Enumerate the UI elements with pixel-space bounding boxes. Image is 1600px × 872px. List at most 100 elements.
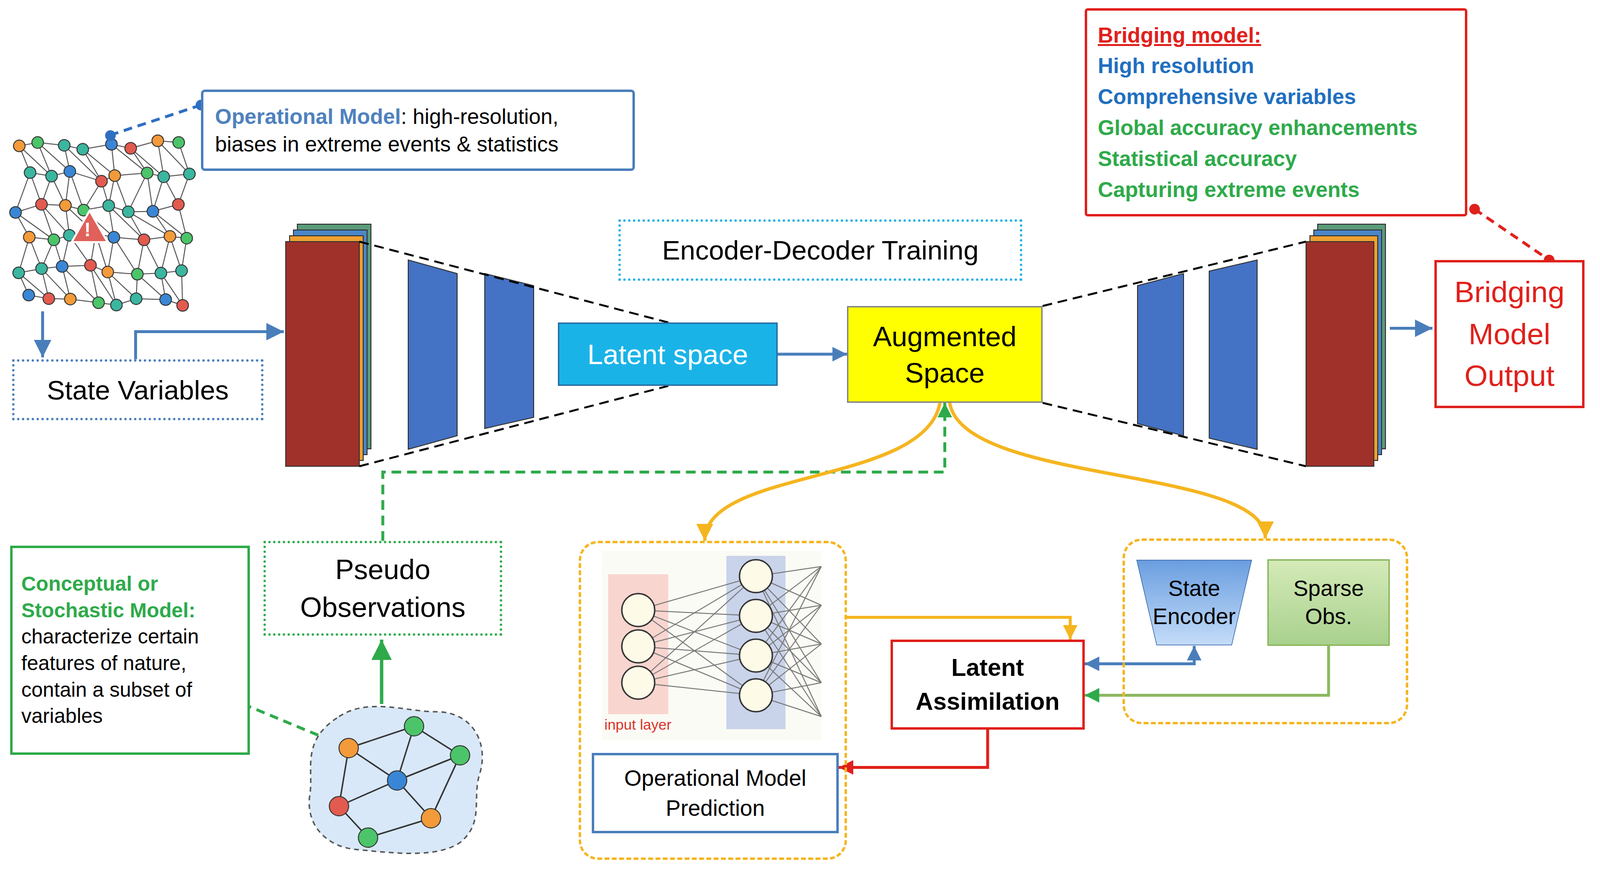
- connector: [846, 617, 1071, 640]
- title-box: Encoder-Decoder Training: [618, 219, 1023, 281]
- callout-box: Bridging model:High resolutionComprehens…: [1084, 8, 1468, 217]
- circle-shape: [338, 738, 359, 758]
- polygon-shape: [1209, 260, 1258, 450]
- circle-shape: [63, 165, 76, 178]
- mesh-graph: [9, 135, 196, 312]
- circle-shape: [157, 170, 170, 183]
- circle-shape: [172, 136, 185, 149]
- circle-shape: [76, 143, 89, 155]
- callout-heading: Operational Model: [215, 104, 401, 129]
- feature-item: Global accuracy enhancements: [1097, 112, 1418, 144]
- box-label: Bridging Model Output: [1442, 271, 1577, 398]
- circle-shape: [175, 264, 188, 277]
- circle-shape: [621, 593, 655, 627]
- encoder-trapezoid: State Encoder: [1135, 559, 1253, 647]
- box-label: Latent Assimilation: [898, 650, 1077, 719]
- rect-shape: [285, 241, 360, 467]
- connector: [949, 402, 1266, 539]
- box-label: Augmented Space: [855, 318, 1035, 392]
- circle-shape: [13, 139, 26, 152]
- circle-shape: [102, 200, 115, 212]
- line-shape: [638, 655, 756, 683]
- line-shape: [430, 755, 461, 819]
- circle-shape: [329, 796, 349, 816]
- circle-shape: [621, 630, 655, 663]
- box-label: Pseudo Observations: [271, 550, 494, 627]
- assimilation-box: Latent Assimilation: [890, 639, 1085, 730]
- connector: [383, 402, 946, 541]
- path-shape: [308, 706, 483, 854]
- circle-shape: [22, 289, 35, 302]
- circle-shape: [92, 296, 105, 309]
- line-shape: [359, 385, 669, 467]
- circle-shape: [387, 770, 407, 791]
- circle-shape: [31, 136, 44, 149]
- circle-shape: [147, 205, 159, 217]
- warning-triangle: [71, 210, 108, 243]
- connector-dot: [1469, 203, 1480, 215]
- polygon-shape: [408, 260, 458, 450]
- circle-shape: [101, 266, 114, 278]
- circle-shape: [141, 167, 154, 179]
- circle-shape: [9, 206, 22, 219]
- circle-shape: [450, 745, 470, 766]
- circle-shape: [110, 299, 123, 311]
- layer-label: input layer: [604, 716, 672, 734]
- connector: [704, 402, 940, 541]
- line-shape: [638, 615, 756, 683]
- circle-shape: [58, 139, 71, 152]
- feature-item: Comprehensive variables: [1097, 81, 1356, 113]
- line-shape: [638, 576, 756, 611]
- circle-shape: [358, 828, 378, 848]
- circle-shape: [24, 166, 36, 179]
- circle-shape: [739, 599, 773, 633]
- state-box: State Variables: [12, 359, 264, 421]
- connector: [838, 729, 988, 768]
- line-shape: [243, 704, 330, 740]
- line-shape: [348, 726, 415, 749]
- latent-box: Latent space: [557, 322, 778, 386]
- circle-shape: [621, 666, 655, 700]
- circle-shape: [152, 135, 164, 147]
- circle-shape: [138, 233, 150, 246]
- line-shape: [638, 610, 756, 696]
- polygon-shape: [1137, 273, 1184, 436]
- circle-shape: [154, 267, 167, 279]
- circle-shape: [124, 142, 137, 154]
- circle-shape: [183, 168, 196, 180]
- group-box: State EncoderSparse Obs.: [1122, 538, 1409, 725]
- polygon-shape: [484, 273, 534, 429]
- circle-shape: [107, 231, 120, 244]
- feature-item: Statistical accuracy: [1097, 143, 1297, 175]
- callout-heading: Bridging model:: [1097, 19, 1262, 51]
- circle-shape: [172, 198, 185, 211]
- callout-body: characterize certain features of nature,…: [21, 623, 239, 730]
- path-shape: [135, 331, 284, 360]
- circle-shape: [45, 170, 58, 183]
- pseudo-box: Pseudo Observations: [263, 540, 503, 636]
- sparse-box: Sparse Obs.: [1267, 559, 1390, 647]
- path-shape: [380, 639, 384, 705]
- circle-shape: [404, 716, 424, 737]
- circle-shape: [176, 299, 189, 312]
- circle-shape: [35, 262, 48, 275]
- line-shape: [128, 172, 148, 212]
- circle-shape: [131, 268, 144, 280]
- warning-mark: !: [84, 218, 91, 241]
- circle-shape: [84, 259, 97, 272]
- conceptual-graph: [329, 716, 470, 848]
- polygon-shape: [1136, 560, 1252, 646]
- circle-shape: [130, 292, 142, 305]
- circle-shape: [43, 292, 55, 305]
- circle-shape: [181, 232, 193, 245]
- path-shape: [41, 311, 45, 358]
- output-box: Bridging Model Output: [1434, 260, 1585, 409]
- circle-shape: [105, 130, 116, 141]
- box-label: Operational Model Prediction: [600, 763, 831, 824]
- callout-box: Conceptual or Stochastic Model:character…: [10, 545, 250, 755]
- line-shape: [113, 237, 138, 275]
- line-shape: [638, 682, 756, 696]
- circle-shape: [23, 231, 35, 244]
- line-shape: [638, 646, 756, 696]
